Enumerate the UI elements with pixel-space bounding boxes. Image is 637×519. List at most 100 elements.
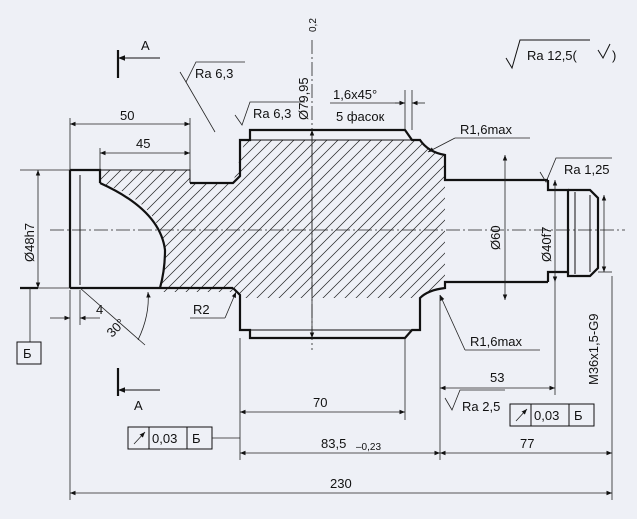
roughness-ra25: Ra 2,5 (444, 389, 505, 414)
hatch-line (100, 140, 117, 298)
d60-label: Ø60 (488, 225, 503, 250)
r16-bottom-label: R1,6max (470, 334, 523, 349)
dim-230: 230 (69, 325, 612, 500)
hatch-line (304, 140, 445, 298)
d79-label: Ø79,95 (296, 77, 311, 120)
hatch-line (492, 120, 637, 360)
r2-label: R2 (193, 302, 210, 317)
tolerance-frame-left: 0,03 Б (127, 426, 240, 450)
len-83-tol: –0,23 (356, 442, 381, 453)
dim-thread: M36x1,5-G9 (586, 195, 612, 385)
hatch-line (403, 140, 445, 298)
hatch-line (100, 140, 326, 298)
hatch-line (100, 140, 106, 298)
ra125-label: Ra 1,25 (564, 162, 610, 177)
hatch-line (293, 140, 445, 298)
hatch-line (282, 140, 445, 298)
roughness-ra63-b: Ra 6,3 (234, 101, 305, 126)
hatch-line (100, 140, 293, 298)
chamfer-label: 1,6x45° (333, 87, 377, 102)
d79-tol: 0,2 (308, 18, 319, 32)
hatch-line (194, 140, 436, 298)
hatch-line (249, 140, 445, 298)
hatch-line (150, 140, 392, 298)
runout-icon (133, 431, 146, 445)
shaft-outline (68, 128, 600, 340)
hatch-line (128, 140, 370, 298)
hatch-line (100, 140, 249, 298)
r16-bottom-callout: R1,6max (439, 294, 540, 351)
section-a-label-top: А (141, 38, 150, 53)
section-a-label-bottom: А (134, 398, 143, 413)
hatch-line (183, 140, 425, 298)
hatch-line (227, 140, 445, 298)
len-53-label: 53 (490, 370, 504, 385)
hatch-line (100, 140, 315, 298)
dim-83: 83,5 –0,23 (239, 295, 441, 460)
hatch-line (315, 140, 445, 298)
hatch-line (613, 120, 637, 360)
hatch-line (481, 120, 637, 360)
tol-right-value: 0,03 (534, 408, 559, 423)
len-77-label: 77 (520, 436, 534, 451)
general-roughness: Ra 12,5( ) (505, 39, 616, 70)
hatch-line (205, 140, 445, 298)
section-mark-a-bottom: А (116, 368, 160, 413)
hatch-line (271, 140, 445, 298)
hatch-line (172, 140, 414, 298)
tol-left-value: 0,03 (152, 431, 177, 446)
roughness-general-text: Ra 12,5( (527, 48, 578, 63)
datum-b-label: Б (23, 346, 32, 361)
hatch-line (436, 140, 445, 298)
hatch-line (602, 120, 637, 360)
dim-53: 53 (440, 282, 556, 395)
len-50-label: 50 (120, 108, 134, 123)
hatch-line (100, 140, 282, 298)
hatch-line (161, 140, 403, 298)
r2-callout: R2 (190, 291, 237, 319)
dim-77: 77 (440, 276, 613, 500)
dim-angle-30: 30° (79, 287, 151, 346)
hatch-line (569, 120, 637, 360)
tol-left-datum: Б (192, 431, 201, 446)
hatch-line (0, 120, 17, 360)
dim-d60: Ø60 (488, 155, 508, 300)
dim-d79: Ø79,95 0,2 (296, 18, 319, 338)
d48-label: Ø48h7 (22, 223, 37, 262)
hatch-line (359, 140, 445, 298)
len-70-label: 70 (313, 395, 327, 410)
hatch-line (0, 120, 6, 360)
hatch-line (503, 120, 637, 360)
len-230-label: 230 (330, 476, 352, 491)
hatch-line (139, 140, 381, 298)
hatch-line (425, 140, 445, 298)
datum-b: Б (16, 286, 42, 365)
len-45-label: 45 (136, 136, 150, 151)
angle-30-label: 30° (104, 316, 129, 341)
hatch-line (117, 140, 359, 298)
roughness-ra63-a: Ra 6,3 (179, 61, 245, 133)
chamfer-count-label: 5 фасок (336, 109, 385, 124)
dim-d40: Ø40f7 (539, 180, 558, 282)
dim-4: 4 (50, 290, 103, 325)
svg-text:): ) (612, 48, 616, 63)
tolerance-frame-right: 0,03 Б (509, 403, 595, 427)
hatch-line (326, 140, 445, 298)
tol-right-datum: Б (574, 408, 583, 423)
section-mark-a-top: А (116, 38, 160, 78)
hatch-line (260, 140, 445, 298)
d40-label: Ø40f7 (539, 227, 554, 262)
dim-70: 70 (239, 338, 406, 420)
hatch-line (100, 140, 337, 298)
len-83-label: 83,5 (321, 436, 346, 451)
runout-icon (515, 408, 528, 422)
hatch-line (100, 140, 271, 298)
hatch-line (216, 140, 445, 298)
hatch-line (100, 140, 260, 298)
roughness-ra125: Ra 1,25 (539, 157, 612, 183)
hatch-line (106, 140, 348, 298)
r16-top-label: R1,6max (460, 122, 513, 137)
len-4-label: 4 (96, 302, 103, 317)
ra63-b-label: Ra 6,3 (253, 106, 291, 121)
